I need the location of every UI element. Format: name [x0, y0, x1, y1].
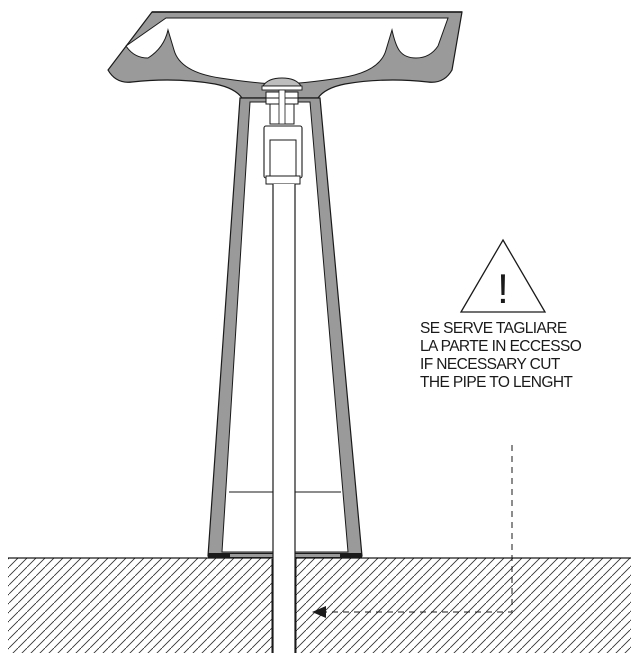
cut-indicator-arrow: [312, 445, 513, 618]
waste-pipe: [272, 184, 296, 653]
warning-note: SE SERVE TAGLIARE LA PARTE IN ECCESSO IF…: [420, 320, 582, 391]
warning-triangle-icon: !: [459, 238, 547, 313]
warning-symbol: !: [497, 265, 509, 312]
warning-line-4: THE PIPE TO LENGHT: [420, 374, 573, 391]
floor: [8, 557, 631, 653]
warning-line-3: IF NECESSARY CUT: [420, 356, 561, 373]
warning-line-1: SE SERVE TAGLIARE: [420, 320, 567, 337]
warning-line-2: LA PARTE IN ECCESSO: [420, 338, 582, 355]
drain-fitting: [261, 77, 303, 185]
washbasin-bowl: [107, 11, 463, 99]
